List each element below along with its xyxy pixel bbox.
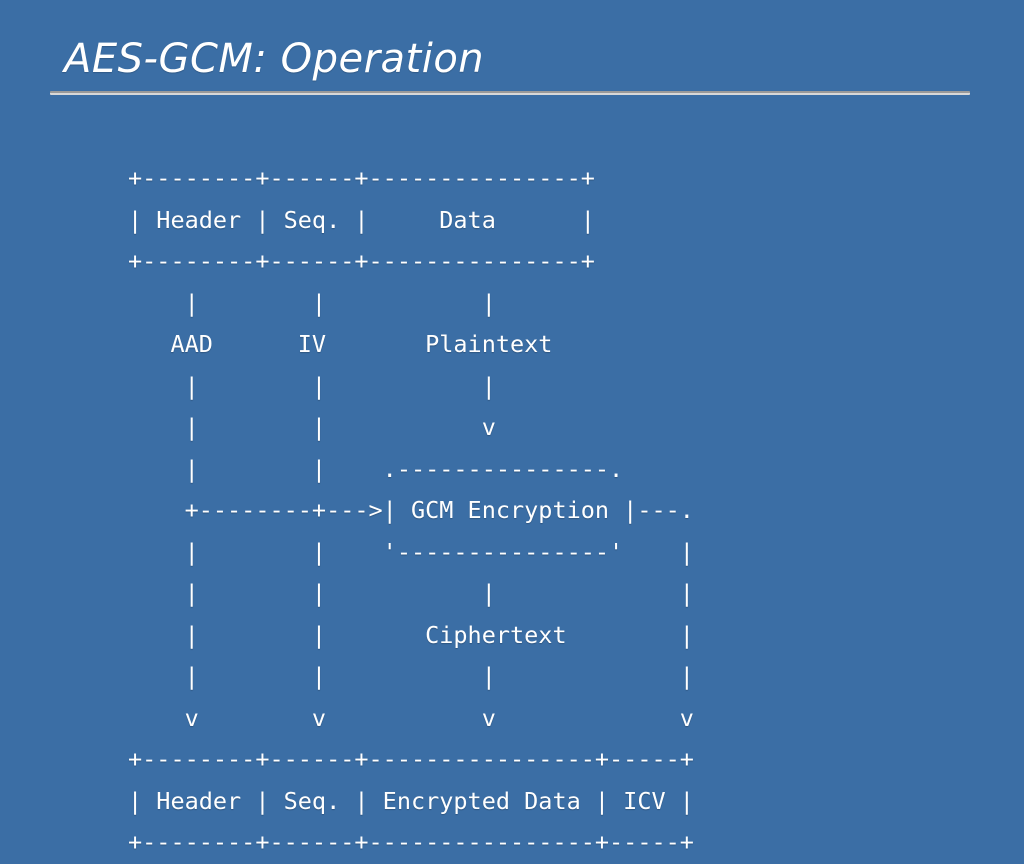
- title-underline-rule: [50, 91, 970, 96]
- slide: AES-GCM: Operation +--------+------+----…: [50, 36, 970, 856]
- page-title: AES-GCM: Operation: [64, 36, 485, 82]
- ascii-diagram-body: +--------+------+---------------+ | Head…: [128, 164, 694, 856]
- title-block: AES-GCM: Operation: [50, 36, 970, 96]
- ascii-diagram: +--------+------+---------------+ | Head…: [128, 158, 694, 864]
